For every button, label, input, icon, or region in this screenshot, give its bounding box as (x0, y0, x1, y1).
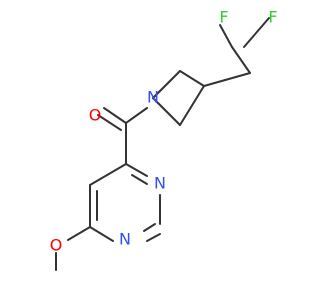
bond-carbonyl-oxygen-outer (103, 107, 127, 124)
atom-labels: F F O N N N O (50, 8, 278, 255)
atom-label-pyrimidine-nitrogen-upper: N (154, 174, 166, 193)
bond-azetidine-n-ch2-bottom (152, 97, 181, 126)
bond-chf2-ch2 (231, 46, 251, 74)
bond-azetidine-ch2-top-n (152, 70, 181, 99)
bond-azetidine-ch-ch2-top (179, 70, 205, 87)
bond-group (55, 17, 270, 271)
bond-ring-n1-c6 (89, 226, 114, 242)
bond-ring-c2-n1-inner (143, 223, 156, 232)
bond-n-carbonyl-carbon (125, 107, 148, 124)
bond-ring-c4-n3-outer (125, 163, 148, 177)
bond-azetidine-ch2-bottom-ch (179, 85, 205, 126)
bond-carbonyl-oxygen-inner (97, 114, 122, 131)
atom-label-pyrimidine-nitrogen-lower: N (119, 230, 131, 249)
bond-f2-chf2 (243, 17, 270, 48)
bond-ring-c2-n1-outer (146, 233, 161, 242)
atom-label-azetidine-nitrogen: N (147, 88, 159, 107)
bond-f1-chf2 (219, 24, 233, 48)
atom-label-carbonyl-oxygen: O (89, 106, 102, 125)
bond-ring-c4-n3-inner (131, 174, 148, 185)
bond-ch2-azetidine-ch (203, 72, 251, 87)
molecule-structure: F F O N N N O (50, 8, 278, 271)
bond-c6-methoxy-o (67, 226, 91, 241)
atom-label-fluorine-left: F (219, 8, 228, 27)
atom-label-fluorine-right: F (268, 8, 277, 27)
atom-label-methoxy-oxygen: O (50, 236, 63, 255)
bond-ring-c4-c5 (89, 163, 127, 186)
